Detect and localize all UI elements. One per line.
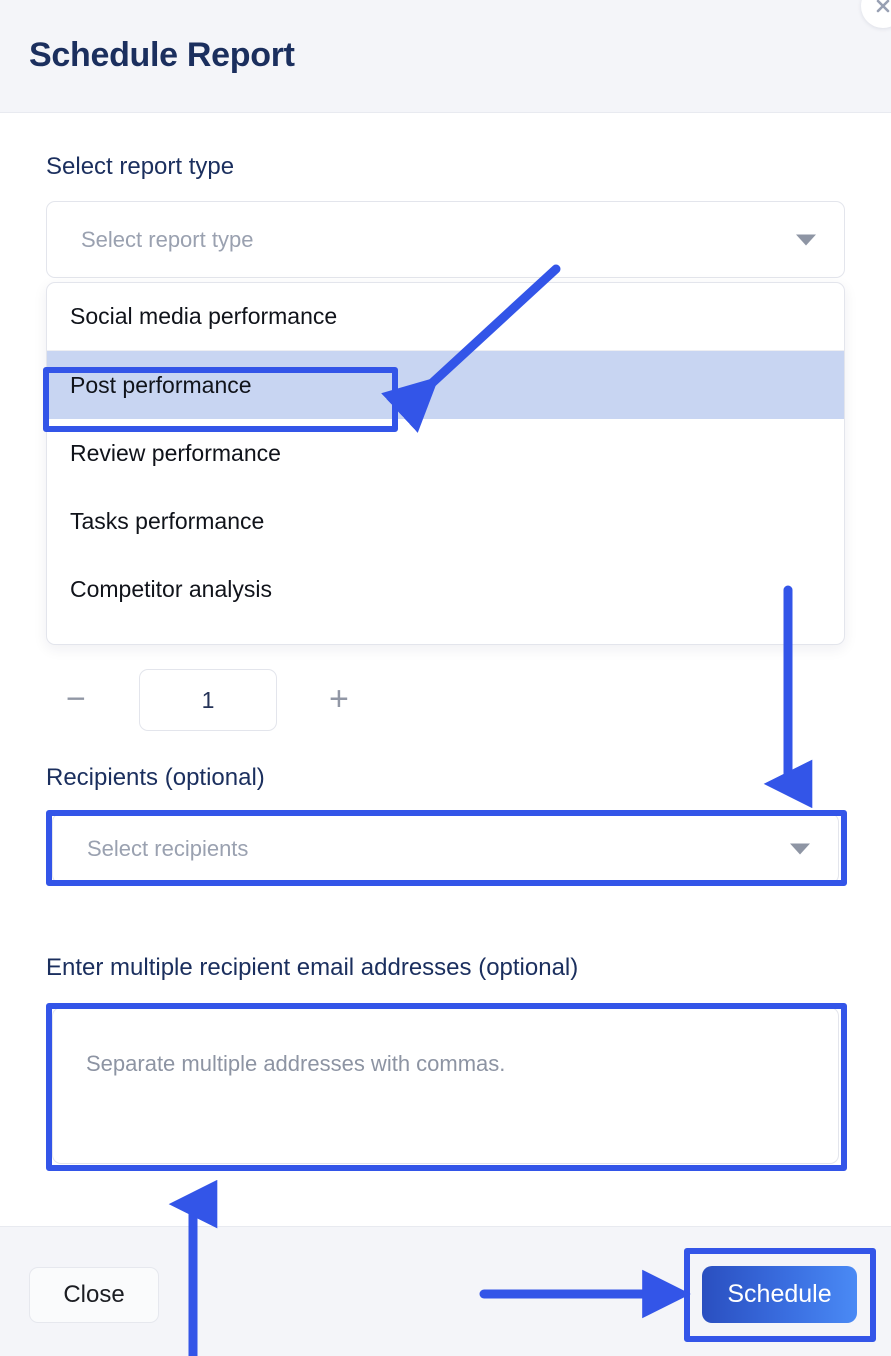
modal-header: Schedule Report bbox=[0, 0, 891, 113]
report-type-label: Select report type bbox=[46, 153, 235, 180]
schedule-button[interactable]: Schedule bbox=[702, 1266, 857, 1323]
recipients-label: Recipients (optional) bbox=[46, 764, 265, 791]
chevron-down-icon bbox=[796, 234, 816, 245]
emails-textarea[interactable]: Separate multiple addresses with commas. bbox=[52, 1007, 839, 1164]
dropdown-option-post-performance[interactable]: Post performance bbox=[47, 351, 844, 419]
dropdown-option-label: Competitor analysis bbox=[70, 575, 272, 602]
dropdown-option-competitor-analysis[interactable]: Competitor analysis bbox=[47, 555, 844, 623]
frequency-increment-button[interactable]: + bbox=[329, 680, 349, 718]
modal-body: Select report type Select report type Ho… bbox=[0, 113, 891, 1226]
dropdown-option-social-media-performance[interactable]: Social media performance bbox=[47, 283, 844, 351]
close-button[interactable]: Close bbox=[29, 1267, 159, 1323]
close-icon[interactable] bbox=[861, 0, 891, 28]
emails-label: Enter multiple recipient email addresses… bbox=[46, 954, 579, 981]
recipients-select[interactable]: Select recipients bbox=[52, 813, 839, 884]
recipients-placeholder: Select recipients bbox=[87, 835, 249, 861]
page-title: Schedule Report bbox=[29, 36, 295, 74]
frequency-input[interactable]: 1 bbox=[139, 669, 277, 731]
report-type-select[interactable]: Select report type bbox=[46, 201, 845, 278]
frequency-decrement-button[interactable]: − bbox=[66, 680, 86, 718]
dropdown-option-label: Social media performance bbox=[70, 303, 338, 329]
emails-placeholder: Separate multiple addresses with commas. bbox=[86, 1051, 506, 1076]
dropdown-option-label: Tasks performance bbox=[70, 507, 265, 534]
report-type-placeholder: Select report type bbox=[81, 226, 254, 252]
dropdown-option-label: Post performance bbox=[70, 371, 252, 398]
dropdown-option-label: Review performance bbox=[70, 439, 281, 466]
dropdown-option-review-performance[interactable]: Review performance bbox=[47, 419, 844, 487]
report-type-dropdown-list[interactable]: Social media performance Post performanc… bbox=[46, 282, 845, 645]
dropdown-option-tasks-performance[interactable]: Tasks performance bbox=[47, 487, 844, 555]
chevron-down-icon bbox=[790, 843, 810, 854]
